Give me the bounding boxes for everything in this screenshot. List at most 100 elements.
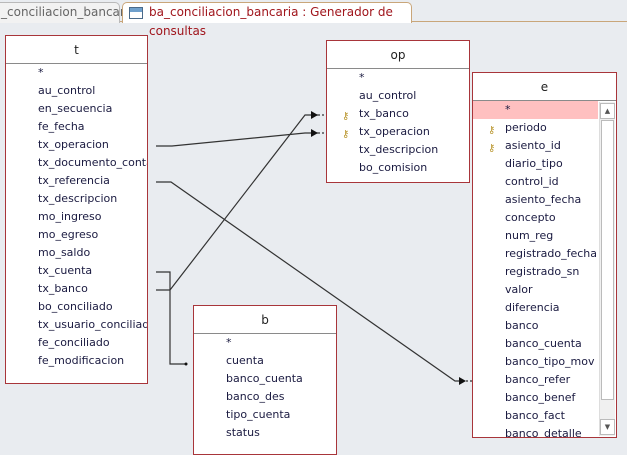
- field-label: cuenta: [226, 354, 264, 367]
- tab-query-designer[interactable]: ba_conciliacion_bancaria : Generador de …: [122, 2, 412, 38]
- field-banco_des[interactable]: banco_des: [194, 388, 336, 406]
- field-status[interactable]: status: [194, 424, 336, 442]
- field-label: banco_fact: [505, 409, 565, 422]
- field-valor[interactable]: valor: [473, 281, 598, 299]
- field-banco_detalle[interactable]: banco_detalle: [473, 425, 598, 437]
- field-banco_cuenta[interactable]: banco_cuenta: [473, 335, 598, 353]
- field-list: * au_control⚷tx_banco⚷tx_operacion tx_desc…: [327, 69, 469, 177]
- table-title[interactable]: e: [473, 73, 616, 101]
- field-asiento_fecha[interactable]: asiento_fecha: [473, 191, 598, 209]
- field-label: tx_referencia: [38, 174, 110, 187]
- field-diferencia[interactable]: diferencia: [473, 299, 598, 317]
- field-banco_fact[interactable]: banco_fact: [473, 407, 598, 425]
- field-fe_fecha[interactable]: fe_fecha: [6, 118, 147, 136]
- field-label: valor: [505, 283, 533, 296]
- field-banco_refer[interactable]: banco_refer: [473, 371, 598, 389]
- tab-label: _conciliacion_bancaria: [1, 5, 136, 19]
- field-registrado_fecha[interactable]: registrado_fecha: [473, 245, 598, 263]
- field-label: num_reg: [505, 229, 554, 242]
- join-tx-referencia: [156, 181, 462, 382]
- field-tx_referencia[interactable]: tx_referencia: [6, 172, 147, 190]
- field-all[interactable]: *: [327, 69, 469, 87]
- field-label: mo_saldo: [38, 246, 91, 259]
- field-list: * au_control en_secuencia fe_fecha tx_operac…: [6, 64, 147, 370]
- primary-key-icon: ⚷: [488, 143, 496, 154]
- scroll-down-icon[interactable]: ▼: [600, 419, 615, 435]
- field-asiento_id[interactable]: ⚷ asiento_id: [473, 137, 598, 155]
- field-tx_descripcion[interactable]: tx_descripcion: [327, 141, 469, 159]
- field-label: banco_tipo_mov: [505, 355, 595, 368]
- field-bo_conciliado[interactable]: bo_conciliado: [6, 298, 147, 316]
- field-label: fe_conciliado: [38, 336, 110, 349]
- field-label: registrado_sn: [505, 265, 580, 278]
- scroll-up-icon[interactable]: ▲: [600, 103, 615, 119]
- field-num_reg[interactable]: num_reg: [473, 227, 598, 245]
- field-au_control[interactable]: au_control: [6, 82, 147, 100]
- table-op[interactable]: op * au_control⚷tx_banco⚷tx_operacion tx_de…: [326, 40, 470, 183]
- field-tx_operacion[interactable]: tx_operacion: [6, 136, 147, 154]
- field-label: bo_comision: [359, 161, 428, 174]
- field-tipo_cuenta[interactable]: tipo_cuenta: [194, 406, 336, 424]
- tab-conciliacion-bancaria[interactable]: _conciliacion_bancaria: [0, 2, 136, 23]
- field-tx_banco[interactable]: ⚷tx_banco: [327, 105, 469, 123]
- field-en_secuencia[interactable]: en_secuencia: [6, 100, 147, 118]
- field-label: tx_usuario_conciliado: [38, 318, 147, 331]
- field-label: *: [359, 71, 365, 84]
- vertical-scrollbar[interactable]: ▲▼: [599, 102, 615, 436]
- field-list: *⚷periodo ⚷ asiento_id diario_tipo control_i…: [473, 101, 598, 437]
- table-title[interactable]: t: [6, 36, 147, 64]
- field-fe_conciliado[interactable]: fe_conciliado: [6, 334, 147, 352]
- field-fe_modificacion[interactable]: fe_modificacion: [6, 352, 147, 370]
- field-label: tx_banco: [359, 107, 409, 120]
- join-tx-cuenta: [156, 271, 186, 365]
- field-tx_banco[interactable]: tx_banco: [6, 280, 147, 298]
- field-all[interactable]: *: [194, 334, 336, 352]
- field-label: au_control: [38, 84, 96, 97]
- field-label: banco: [505, 319, 539, 332]
- field-tx_usuario_conciliado[interactable]: tx_usuario_conciliado: [6, 316, 147, 334]
- field-registrado_sn[interactable]: registrado_sn: [473, 263, 598, 281]
- query-icon: [129, 7, 143, 19]
- scroll-thumb[interactable]: [601, 120, 614, 400]
- field-tx_operacion[interactable]: ⚷tx_operacion: [327, 123, 469, 141]
- field-tx_documento_contab[interactable]: tx_documento_contab: [6, 154, 147, 172]
- field-label: tipo_cuenta: [226, 408, 291, 421]
- field-control_id[interactable]: control_id: [473, 173, 598, 191]
- field-bo_comision[interactable]: bo_comision: [327, 159, 469, 177]
- field-banco[interactable]: banco: [473, 317, 598, 335]
- table-t[interactable]: t * au_control en_secuencia fe_fecha tx_opera…: [5, 35, 148, 384]
- field-label: tx_descripcion: [38, 192, 118, 205]
- field-tx_descripcion[interactable]: tx_descripcion: [6, 190, 147, 208]
- field-label: mo_egreso: [38, 228, 99, 241]
- field-concepto[interactable]: concepto: [473, 209, 598, 227]
- field-label: tx_banco: [38, 282, 88, 295]
- field-banco_benef[interactable]: banco_benef: [473, 389, 598, 407]
- field-tx_cuenta[interactable]: tx_cuenta: [6, 262, 147, 280]
- table-title[interactable]: op: [327, 41, 469, 69]
- field-cuenta[interactable]: cuenta: [194, 352, 336, 370]
- field-label: tx_cuenta: [38, 264, 93, 277]
- field-diario_tipo[interactable]: diario_tipo: [473, 155, 598, 173]
- field-all[interactable]: *: [473, 101, 598, 119]
- field-banco_tipo_mov[interactable]: banco_tipo_mov: [473, 353, 598, 371]
- field-label: tx_documento_contab: [38, 156, 147, 169]
- field-label: asiento_id: [505, 139, 561, 152]
- field-mo_ingreso[interactable]: mo_ingreso: [6, 208, 147, 226]
- field-label: fe_fecha: [38, 120, 85, 133]
- field-mo_saldo[interactable]: mo_saldo: [6, 244, 147, 262]
- field-banco_cuenta[interactable]: banco_cuenta: [194, 370, 336, 388]
- field-all[interactable]: *: [6, 64, 147, 82]
- tab-label: ba_conciliacion_bancaria : Generador de …: [149, 5, 393, 38]
- field-label: mo_ingreso: [38, 210, 102, 223]
- field-periodo[interactable]: ⚷periodo: [473, 119, 598, 137]
- field-label: concepto: [505, 211, 556, 224]
- field-label: diario_tipo: [505, 157, 563, 170]
- field-label: tx_descripcion: [359, 143, 439, 156]
- field-label: *: [38, 66, 44, 79]
- table-e[interactable]: e*⚷periodo ⚷ asiento_id diario_tipo control_…: [472, 72, 617, 438]
- field-au_control[interactable]: au_control: [327, 87, 469, 105]
- table-title[interactable]: b: [194, 306, 336, 334]
- field-mo_egreso[interactable]: mo_egreso: [6, 226, 147, 244]
